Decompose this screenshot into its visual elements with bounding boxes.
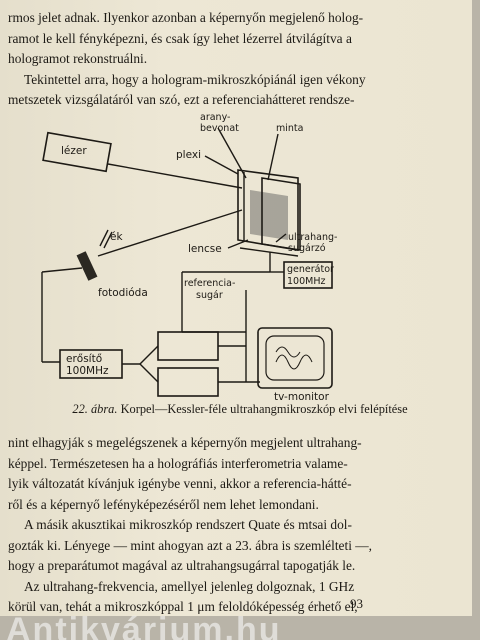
plexi-label: plexi bbox=[176, 149, 201, 161]
leader-line bbox=[267, 133, 279, 181]
photodiode-icon bbox=[76, 251, 98, 281]
leader-line bbox=[275, 233, 287, 243]
wedge-label: ék bbox=[110, 231, 123, 243]
transducer-label-2: sugárzó bbox=[288, 243, 326, 254]
laser-label: lézer bbox=[61, 145, 87, 157]
laser-beam bbox=[107, 163, 243, 189]
text-line: képpel. Természetesen ha a holográfiás i… bbox=[8, 455, 348, 471]
generator-box bbox=[283, 261, 333, 289]
signal-wire bbox=[41, 267, 83, 273]
signal-wire bbox=[139, 363, 159, 383]
mixer-box-upper bbox=[157, 331, 219, 361]
transducer-block bbox=[261, 177, 301, 251]
lens-edge bbox=[239, 247, 299, 257]
text-line: metszetek vizsgálatáról van szó, ezt a r… bbox=[8, 92, 355, 107]
generator-label-1: generátor bbox=[287, 264, 334, 275]
tv-monitor-box bbox=[257, 327, 333, 389]
page-number: 93 bbox=[350, 596, 363, 611]
gold-coating-label-2: bevonat bbox=[200, 123, 239, 134]
sample-label: minta bbox=[276, 123, 303, 134]
generator-label-2: 100MHz bbox=[287, 276, 325, 287]
amplifier-label-2: 100MHz bbox=[66, 365, 109, 377]
microscope-diagram: lézer arany- bevonat minta plexi lencse … bbox=[41, 112, 337, 400]
text-line: A másik akusztikai mikroszkóp rendszert … bbox=[24, 517, 352, 532]
tv-screen bbox=[265, 335, 325, 381]
gold-coating-label-1: arany- bbox=[200, 112, 230, 123]
signal-wire bbox=[139, 345, 159, 365]
tv-monitor-label: tv-monitor bbox=[274, 391, 330, 400]
leader-line bbox=[227, 239, 249, 249]
watermark: Antikvárium.hu bbox=[6, 611, 282, 640]
figure-caption-text: Korpel—Kessler-féle ultrahangmikroszkóp … bbox=[117, 402, 408, 416]
text-line: Az ultrahang-frekvencia, amellyel jelenl… bbox=[24, 578, 355, 594]
photodiode-label: fotodióda bbox=[98, 287, 148, 299]
text-line: nint elhagyják s megelégszenek a képerny… bbox=[8, 435, 362, 450]
hologram-pattern-icon bbox=[275, 354, 313, 370]
text-line: rmos jelet adnak. Ilyenkor azonban a kép… bbox=[8, 10, 364, 25]
leader-line bbox=[204, 155, 239, 175]
laser-box bbox=[42, 131, 112, 173]
text-line: ramot le kell fényképezni, és csak így l… bbox=[8, 30, 352, 46]
reference-label-1: referencia- bbox=[184, 278, 235, 289]
text-line: hogy a preparátumot magával az ultrahang… bbox=[8, 558, 356, 573]
wedge-icon bbox=[99, 229, 109, 247]
text-line: Tekintettel arra, hogy a hologram-mikros… bbox=[24, 71, 366, 87]
hologram-pattern-icon bbox=[275, 346, 301, 358]
wedge-icon bbox=[103, 231, 113, 249]
text-line: ről és a képernyő lefényképezéséről nem … bbox=[8, 496, 319, 512]
bottom-paragraph: nint elhagyják s megelégszenek a képerny… bbox=[8, 433, 462, 618]
transducer-label-1: ultrahang- bbox=[288, 232, 337, 243]
leader-line bbox=[217, 127, 247, 179]
reference-label-2: sugár bbox=[196, 290, 223, 301]
figure-caption: 22. ábra. Korpel—Kessler-féle ultrahangm… bbox=[20, 402, 460, 417]
text-line: hologramot rekonstruálni. bbox=[8, 51, 148, 66]
mixer-box-lower bbox=[157, 367, 219, 397]
figure-number: 22. ábra. bbox=[72, 402, 118, 416]
top-paragraph: rmos jelet adnak. Ilyenkor azonban a kép… bbox=[8, 8, 462, 111]
lens-label: lencse bbox=[188, 243, 222, 255]
text-line: körül van, tehát a mikroszkóppal 1 μm fe… bbox=[8, 599, 358, 614]
sample-hatched bbox=[250, 190, 288, 240]
book-page: rmos jelet adnak. Ilyenkor azonban a kép… bbox=[0, 0, 472, 616]
amplifier-label-1: erősítő bbox=[66, 353, 102, 365]
reflected-beam bbox=[97, 209, 243, 257]
text-line: gozták ki. Lényege — mint ahogyan azt a … bbox=[8, 537, 373, 553]
text-line: lyik változatát kívánjuk igénybe venni, … bbox=[8, 476, 352, 491]
